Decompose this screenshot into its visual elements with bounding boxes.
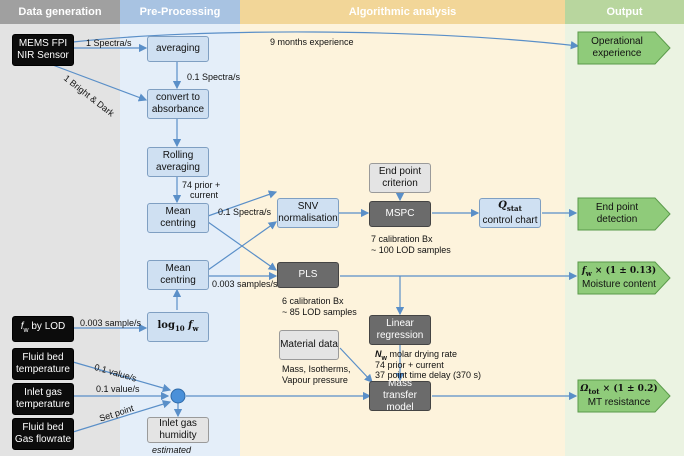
- inlet-gas-temperature-label: Inlet gas temperature: [16, 387, 70, 410]
- output-mt-formula: Ωtot × (1 ± 0.2): [580, 383, 658, 396]
- linear-regression-node: Linear regression: [369, 315, 431, 345]
- fw-lod-label: fw by LOD: [20, 321, 66, 334]
- mems-sensor-node: MEMS FPI NIR Sensor: [12, 34, 74, 66]
- label-0-1-spectra-b: 0.1 Spectra/s: [218, 207, 272, 217]
- column-title-data-generation: Data generation: [0, 0, 120, 24]
- qstat-control-chart-node: Qstat control chart: [479, 198, 541, 228]
- output-mt-shape: [577, 379, 671, 413]
- output-end-point-shape: [577, 197, 671, 231]
- output-end-point-detection: End point detection: [580, 199, 654, 229]
- column-title-output: Output: [565, 0, 684, 24]
- label-0-1-value-b: 0.1 value/s: [96, 384, 140, 394]
- averaging-node: averaging: [147, 36, 209, 62]
- inlet-gas-temperature-node: Inlet gas temperature: [12, 383, 74, 415]
- label-lr-delay: 37 point time delay (370 s): [375, 370, 482, 380]
- mean-centring-node-2: Mean centring: [147, 260, 209, 290]
- label-0-003-samples: 0.003 samples/s: [212, 279, 278, 289]
- column-data-generation: Data generation: [0, 0, 120, 456]
- label-lr-prior: 74 prior + current: [375, 360, 444, 370]
- edge-mems-operational: [72, 31, 580, 50]
- output-operational-label: Operational experience: [591, 36, 643, 59]
- mspc-node: MSPC: [369, 201, 431, 227]
- fluid-bed-flowrate-label: Fluid bed Gas flowrate: [14, 422, 72, 445]
- log-fw-node: log10 fw: [147, 312, 209, 342]
- log-fw-label: log10 fw: [157, 319, 199, 333]
- rolling-averaging-node: Rolling averaging: [147, 147, 209, 177]
- label-nw-molar: Nw molar drying rate: [375, 349, 457, 362]
- output-moisture-formula: fw × (1 ± 0.13): [581, 265, 657, 278]
- mean-centring-node-1: Mean centring: [147, 203, 209, 233]
- edge-mean2-snv: [207, 221, 277, 271]
- label-9-months: 9 months experience: [270, 37, 354, 47]
- mean-centring-label-2: Mean centring: [160, 263, 196, 286]
- material-data-node: Material data: [279, 330, 339, 360]
- label-material-props: Mass, Isotherms, Vapour pressure: [282, 364, 351, 385]
- column-title-pre-processing: Pre-Processing: [120, 0, 240, 24]
- output-moisture-shape: [577, 261, 671, 295]
- mspc-label: MSPC: [385, 208, 415, 219]
- fluid-bed-temperature-node: Fluid bed temperature: [12, 348, 74, 380]
- label-0-1-spectra: 0.1 Spectra/s: [187, 72, 241, 82]
- inlet-gas-humidity-label: Inlet gas humidity: [159, 418, 197, 441]
- mass-transfer-model-node: Mass transfer model: [369, 378, 431, 413]
- label-0-003-sample: 0.003 sample/s: [80, 318, 142, 328]
- convert-absorbance-label: convert to absorbance: [151, 92, 205, 115]
- label-74-prior-a: 74 prior +: [182, 180, 221, 190]
- output-end-point-label: End point detection: [595, 202, 639, 225]
- edge-material-mass: [339, 347, 373, 383]
- junction-node: [170, 388, 186, 404]
- rolling-averaging-label: Rolling averaging: [156, 150, 200, 173]
- edge-mems-convert: [49, 63, 148, 102]
- fluid-bed-flowrate-node: Fluid bed Gas flowrate: [12, 418, 74, 450]
- label-calib-pls-b: ~ 85 LOD samples: [282, 307, 357, 317]
- output-mt-resistance: Ωtot × (1 ± 0.2) MT resistance: [578, 381, 660, 411]
- column-title-algorithmic-analysis: Algorithmic analysis: [240, 0, 565, 24]
- label-estimated: estimated: [152, 445, 192, 455]
- column-algorithmic-analysis: Algorithmic analysis: [240, 0, 565, 456]
- fluid-bed-temperature-label: Fluid bed temperature: [16, 352, 70, 375]
- pls-node: PLS: [277, 262, 339, 288]
- inlet-gas-humidity-node: Inlet gas humidity: [147, 417, 209, 443]
- label-74-prior-b: current: [190, 190, 219, 200]
- label-calib-pls-a: 6 calibration Bx: [282, 296, 344, 306]
- label-calib-mspc-a: 7 calibration Bx: [371, 234, 433, 244]
- qstat-label: control chart: [482, 214, 538, 226]
- mass-transfer-model-label: Mass transfer model: [383, 378, 417, 413]
- output-moisture-label: Moisture content: [582, 279, 656, 291]
- pls-label: PLS: [298, 269, 318, 280]
- end-point-criterion-node: End point criterion: [369, 163, 431, 193]
- output-moisture-content: fw × (1 ± 0.13) Moisture content: [578, 263, 660, 293]
- mean-centring-label-1: Mean centring: [160, 206, 196, 229]
- edge-mean1-snv: [207, 190, 278, 217]
- output-operational-experience: Operational experience: [580, 33, 654, 63]
- label-1-spectra: 1 Spectra/s: [86, 38, 132, 48]
- label-calib-mspc-b: ~ 100 LOD samples: [371, 245, 451, 255]
- output-mt-label: MT resistance: [587, 397, 651, 409]
- edge-flow-junction: [72, 400, 172, 433]
- averaging-label: averaging: [156, 43, 200, 54]
- qstat-symbol: Qstat: [498, 199, 522, 213]
- output-operational-shape: [577, 31, 671, 65]
- material-data-label: Material data: [280, 339, 338, 350]
- convert-absorbance-node: convert to absorbance: [147, 89, 209, 119]
- snv-normalisation-node: SNV normalisation: [277, 198, 339, 228]
- snv-normalisation-label: SNV normalisation: [278, 201, 338, 224]
- linear-regression-label: Linear regression: [376, 318, 424, 341]
- end-point-criterion-label: End point criterion: [378, 166, 422, 189]
- mems-sensor-label: MEMS FPI NIR Sensor: [17, 38, 69, 61]
- edge-temp-junction: [72, 361, 172, 393]
- fw-lod-node: fw by LOD: [12, 316, 74, 342]
